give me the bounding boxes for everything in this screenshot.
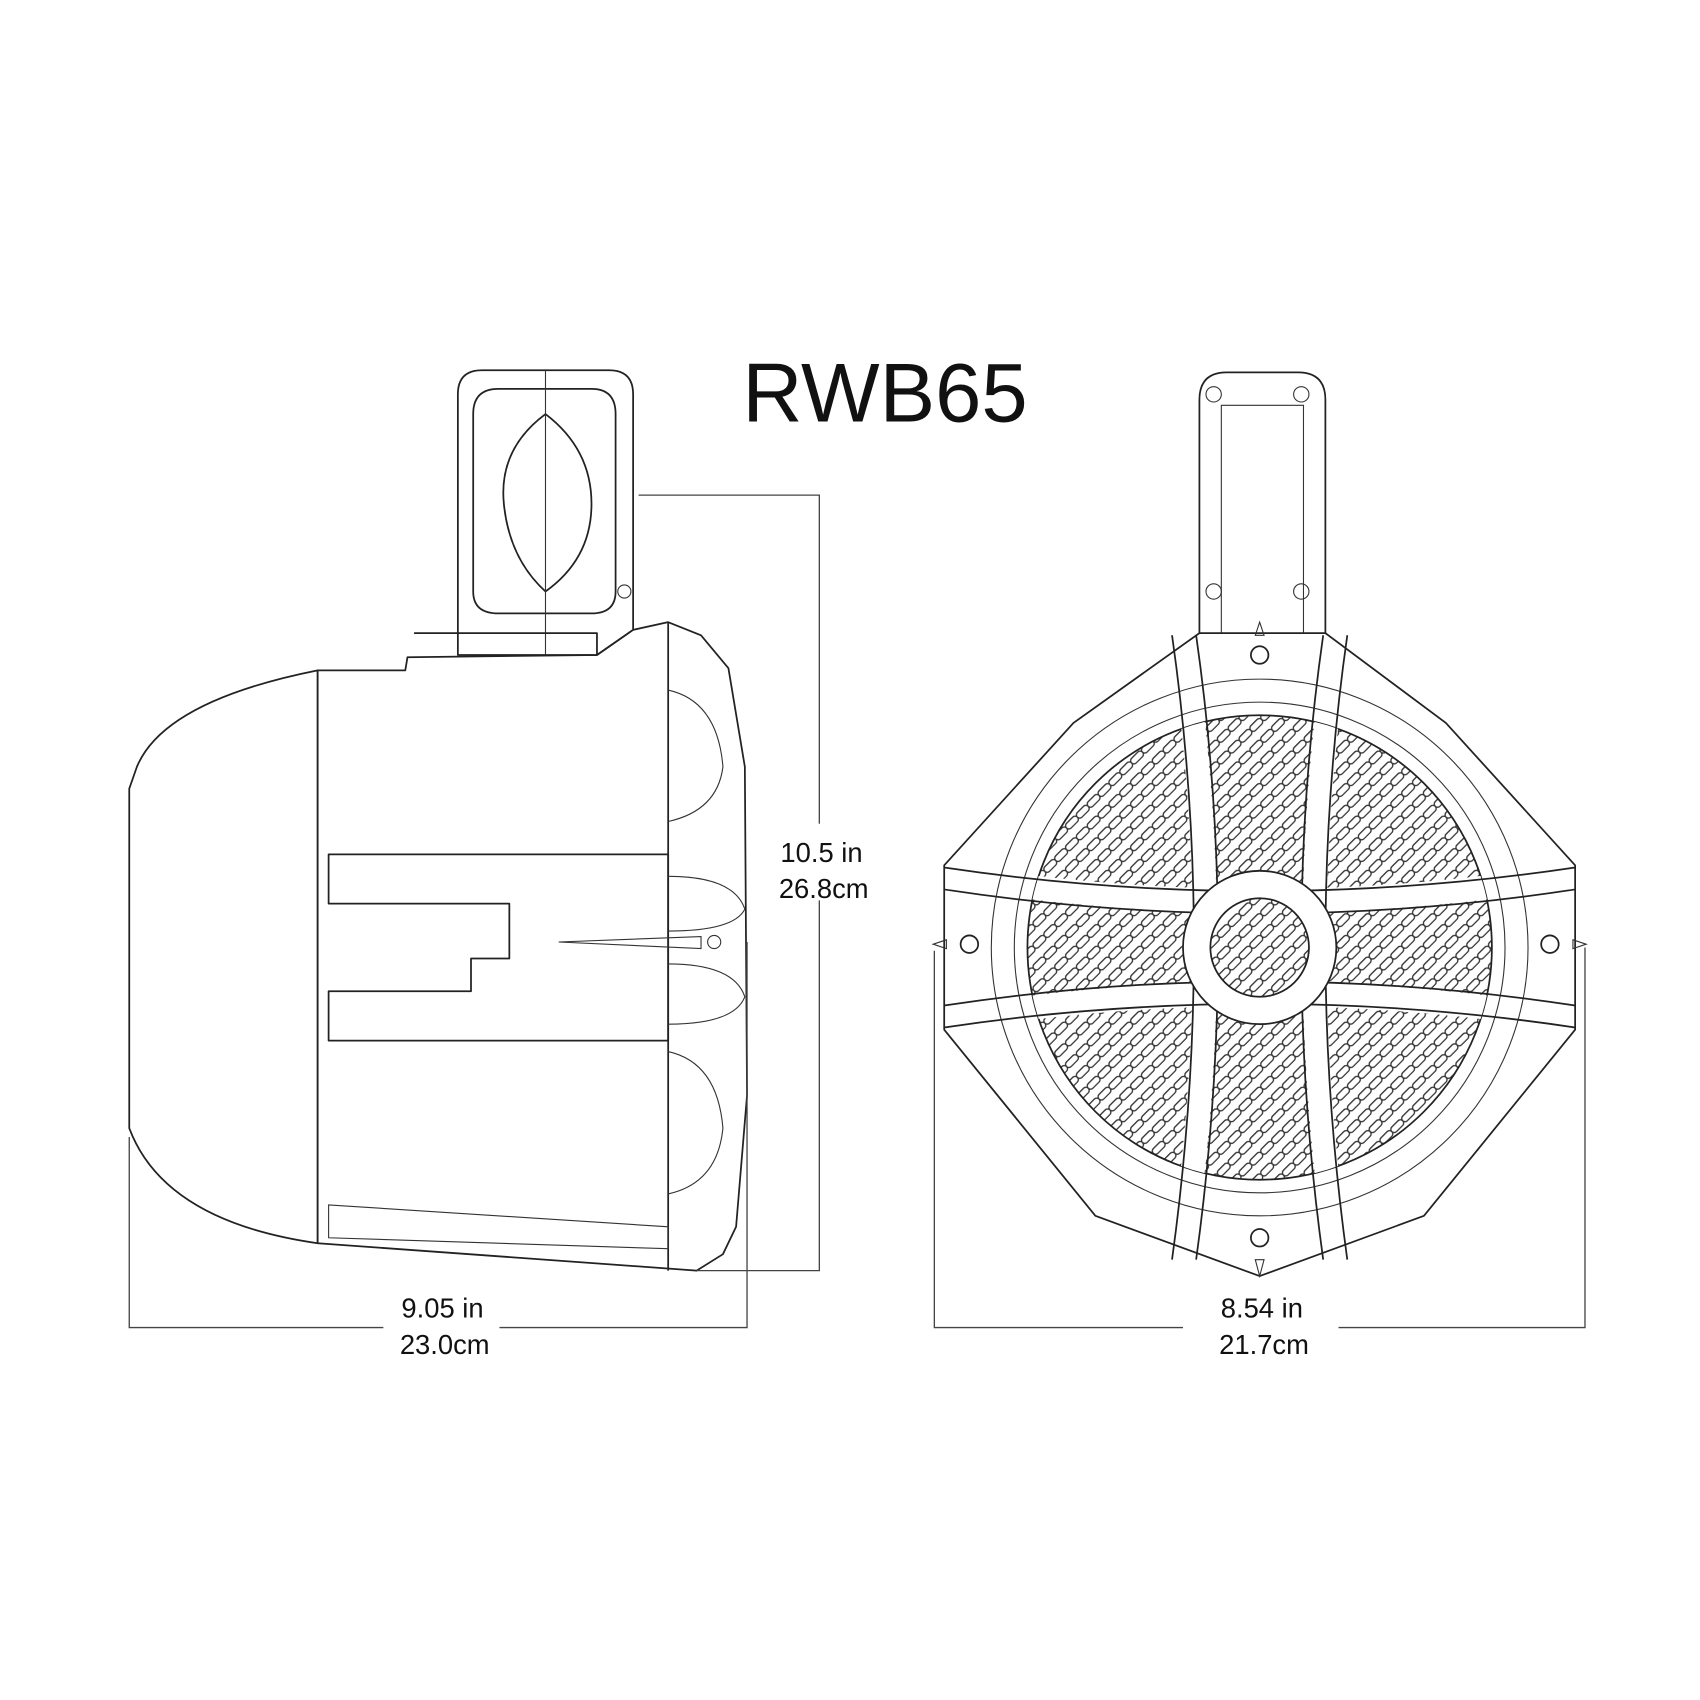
height-imperial: 10.5 in [780,837,862,868]
speaker-body [128,621,748,1272]
tower-bracket [1198,371,1327,634]
depth-imperial: 9.05 in [401,1293,483,1324]
width-metric: 21.7cm [1219,1329,1309,1360]
height-metric: 26.8cm [779,873,869,904]
grille-frame [943,632,1577,1277]
front-view [931,371,1588,1279]
depth-dimension [128,942,748,1329]
model-title: RWB65 [742,347,1027,440]
width-imperial: 8.54 in [1221,1293,1303,1324]
height-dimension [638,494,877,1272]
speaker-rim [990,678,1529,1217]
width-dimension [933,947,1586,1329]
depth-metric: 23.0cm [400,1329,490,1360]
tweeter-cap [1209,897,1310,998]
side-view [128,369,748,1272]
mount-screws [931,620,1588,1279]
tower-clamp [456,369,634,656]
